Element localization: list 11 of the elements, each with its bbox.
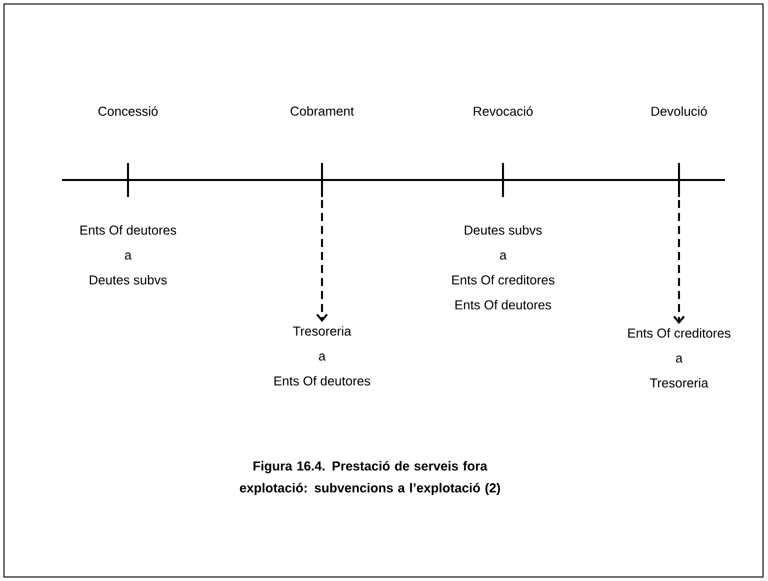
figure-caption: Figura 16.4. Prestació de serveis fora explotació: subvencions a l’explotació (2) — [240, 460, 500, 496]
entry-text: Deutes subvs a Ents Of creditores Ents Of deutores — [452, 225, 554, 310]
entry-text: Tresoreria a Ents Of deutores — [274, 326, 370, 386]
event-label: Devolució — [652, 106, 707, 116]
event-label: Revocació — [474, 106, 533, 116]
event-label: Concessió — [98, 106, 158, 116]
entry-text: Ents Of creditores a Tresoreria — [628, 328, 730, 388]
dashed-arrow — [673, 200, 685, 324]
event-label: Cobrament — [290, 106, 354, 116]
dashed-arrow — [316, 200, 328, 322]
entry-text: Ents Of deutores a Deutes subvs — [80, 225, 176, 285]
